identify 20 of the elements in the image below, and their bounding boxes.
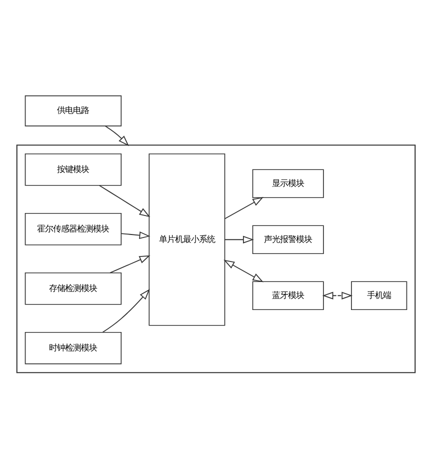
arrow [224, 197, 264, 220]
arrow [224, 260, 264, 282]
arrow [98, 185, 150, 218]
node-box: 供电电路 [24, 95, 122, 126]
arrow [120, 231, 150, 240]
cluster [16, 144, 416, 374]
node-box: 声光报警模块 [252, 225, 324, 254]
node-box: 按键模块 [24, 153, 122, 186]
node-box: 霍尔传感器检测模块 [24, 212, 122, 246]
arrow [110, 255, 150, 274]
node-box: 时钟检测模块 [24, 332, 122, 364]
arrow [224, 236, 254, 244]
node-box: 显示模块 [252, 169, 324, 198]
node-box: 单片机最小系统 [148, 153, 226, 326]
node-box: 手机端 [351, 281, 408, 310]
arrow [104, 126, 130, 146]
node-box: 存储检测模块 [24, 272, 122, 305]
node-box: 蓝牙模块 [252, 281, 324, 310]
arrow [322, 292, 353, 300]
arrow [102, 288, 150, 333]
